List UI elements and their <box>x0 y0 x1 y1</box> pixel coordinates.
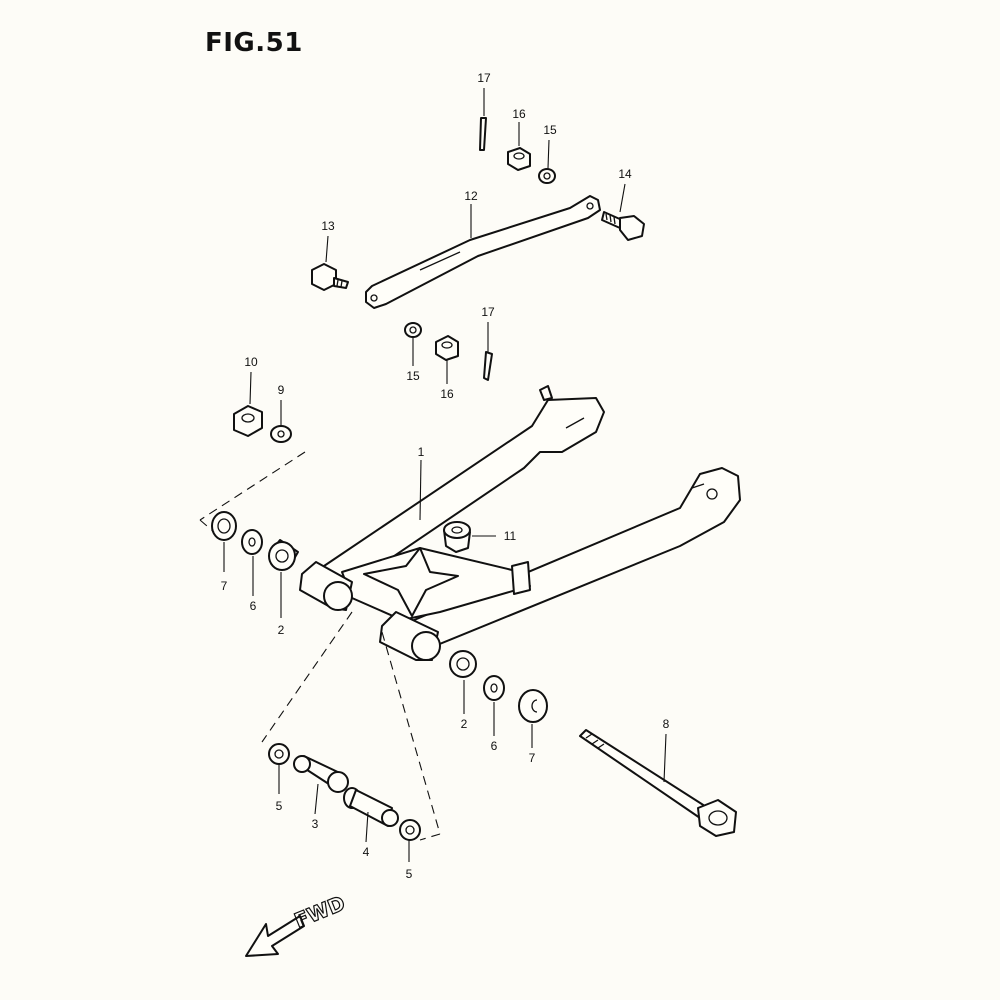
swingarm <box>299 385 741 661</box>
callout-7-right: 7 <box>529 751 536 765</box>
callout-2-right: 2 <box>461 717 468 731</box>
callout-17-lower: 17 <box>481 305 495 319</box>
callout-12: 12 <box>464 189 478 203</box>
forward-label: FWD <box>291 891 349 933</box>
callout-7-left: 7 <box>221 579 228 593</box>
dust-seal-lower-left <box>268 743 290 794</box>
dust-seal-right <box>518 689 548 748</box>
callout-5-right: 5 <box>406 867 413 881</box>
callout-6-right: 6 <box>491 739 498 753</box>
dust-seal-left <box>211 511 237 572</box>
callout-15-lower: 15 <box>406 369 420 383</box>
callout-3: 3 <box>312 817 319 831</box>
bearing-left <box>268 539 299 618</box>
pivot-bolt <box>579 729 737 837</box>
nut-upper <box>507 122 531 171</box>
callout-5-left: 5 <box>276 799 283 813</box>
bearing-right <box>449 650 477 714</box>
alignment-lines <box>199 451 441 841</box>
bolt-14 <box>601 183 645 241</box>
callout-17-upper: 17 <box>477 71 491 85</box>
callout-10: 10 <box>244 355 258 369</box>
pivot-boss-left <box>299 561 353 611</box>
dust-seal-lower-right <box>399 819 421 862</box>
washer-9 <box>270 400 292 443</box>
callout-2-left: 2 <box>278 623 285 637</box>
rubber-stopper <box>443 521 496 553</box>
callout-14: 14 <box>618 167 632 181</box>
washer-left <box>241 529 263 596</box>
callout-4: 4 <box>363 845 370 859</box>
cotter-pin-lower <box>483 322 493 381</box>
callout-16-lower: 16 <box>440 387 454 401</box>
nut-10 <box>233 371 263 437</box>
callout-8: 8 <box>663 717 670 731</box>
figure-title: FIG.51 <box>205 28 303 58</box>
callouts: 17 16 15 14 12 13 17 15 16 10 9 1 11 7 6… <box>221 71 670 881</box>
callout-15-upper: 15 <box>543 123 557 137</box>
torque-rod <box>365 195 601 309</box>
bolt-13 <box>311 235 349 291</box>
collar-4 <box>343 787 399 843</box>
forward-arrow-icon: FWD <box>245 890 349 957</box>
callout-13: 13 <box>321 219 335 233</box>
pivot-boss-right <box>379 611 441 661</box>
washer-lower <box>404 322 422 366</box>
callout-16-upper: 16 <box>512 107 526 121</box>
washer-right <box>483 675 505 736</box>
callout-1: 1 <box>418 445 425 459</box>
callout-6-left: 6 <box>250 599 257 613</box>
callout-11: 11 <box>504 529 517 543</box>
callout-9: 9 <box>278 383 285 397</box>
cotter-pin-upper <box>479 88 487 151</box>
washer-upper <box>538 139 556 184</box>
nut-lower <box>435 335 459 384</box>
collar-3 <box>293 755 349 815</box>
